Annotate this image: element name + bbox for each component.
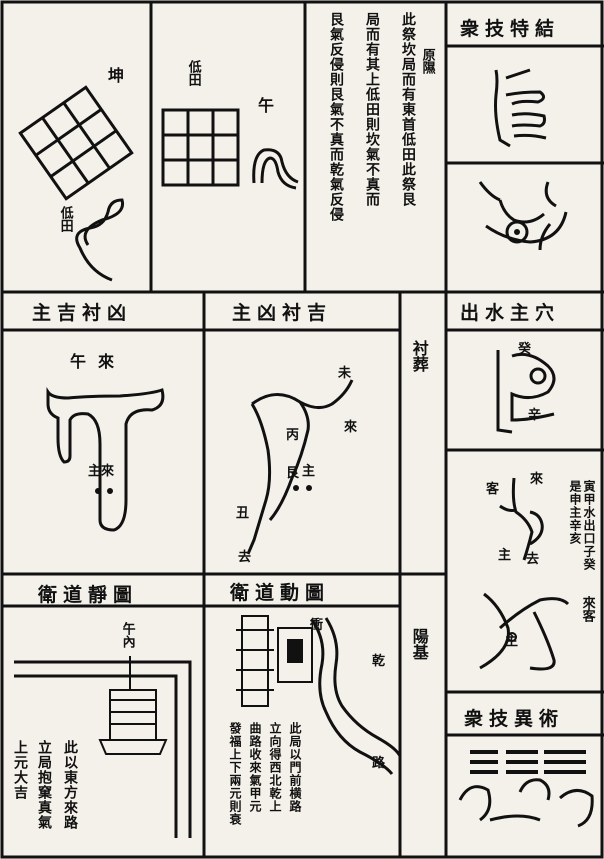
bottom-ornament — [458, 778, 594, 828]
water-label-lower: 辛 — [528, 408, 542, 423]
moving-passage-3: 曲路收來氣甲元 — [248, 722, 262, 813]
moving-passage-2: 立向得西北乾上 — [268, 722, 282, 813]
host-auspicious-road — [46, 387, 165, 532]
still-street-header: 衛道靜圖 — [38, 584, 139, 606]
square-grid — [161, 108, 240, 187]
special-shape-1 — [494, 68, 547, 148]
moving-passage-4: 發福上下兩元則衰 — [228, 722, 242, 826]
road-label: 路 — [372, 756, 386, 771]
still-passage-1: 此以東方來路 — [62, 740, 78, 830]
chou-label: 丑 — [236, 506, 250, 521]
guest-label: 客 — [486, 482, 500, 497]
host-guest-shape — [499, 477, 544, 561]
come-guest-shape — [479, 592, 570, 671]
come-guest-label: 來客 — [579, 596, 595, 622]
winding-stream-1 — [75, 198, 125, 282]
wei-label: 未 — [338, 366, 352, 381]
wu-nei-label: 午內 — [119, 622, 135, 648]
trigram-bars — [470, 750, 586, 774]
moving-street-header: 衛道動圖 — [230, 582, 331, 604]
wu-label: 午 — [258, 96, 275, 115]
host-inauspicious-header: 主凶衬吉 — [232, 302, 333, 324]
still-passage-3: 上元大吉 — [12, 740, 28, 800]
side-note: 寅甲水出口子癸是申主辛亥 — [568, 480, 596, 571]
low-field-label-mid: 低田 — [185, 60, 201, 86]
host2-label: 主 — [302, 464, 316, 479]
tilted-grid — [18, 85, 134, 201]
gen-label: 艮 — [286, 466, 300, 481]
hump-stream — [252, 148, 299, 190]
go-label: 去 — [526, 552, 540, 567]
assembly-header: 衆技異術 — [464, 708, 565, 730]
host-auspicious-header: 主吉衬凶 — [32, 302, 133, 324]
moving-passage-1: 此局以門前横路 — [288, 722, 302, 813]
yang-base-label: 陽基 — [409, 628, 429, 660]
still-house — [98, 656, 168, 755]
host-small-label: 主 — [505, 634, 519, 649]
host-lai-label: 主來 — [88, 464, 115, 479]
top-passage-3: 艮氣反侵則艮氣不真而乾氣反侵 — [328, 12, 344, 222]
wu-lai-label: 午來 — [70, 352, 127, 371]
qian-label: 乾 — [372, 654, 386, 669]
top-passage-2: 局而有其上低田則坎氣不真而 — [364, 12, 380, 207]
accompany-burial-label: 衬葬 — [409, 340, 429, 372]
still-passage-2: 立局抱窠真氣 — [36, 740, 52, 830]
low-field-label-left: 低田 — [57, 206, 73, 232]
source-note-label: 原隰 — [419, 48, 435, 74]
come-label: 來 — [530, 472, 544, 487]
top-passage-1: 此祭坎局而有東首低田此祭艮 — [400, 12, 416, 207]
lai-label: 來 — [344, 420, 358, 435]
host-label: 主 — [498, 548, 512, 563]
bing-label: 丙 — [286, 428, 300, 443]
special-shape-2 — [478, 181, 568, 251]
host-inauspicious-road — [246, 379, 354, 555]
kun-label: 坤 — [108, 66, 125, 85]
water-outlet-header: 出水主穴 — [460, 302, 561, 324]
special-header: 衆技特結 — [460, 18, 561, 40]
water-shape — [496, 350, 556, 434]
still-street-road — [14, 660, 192, 838]
moving-house — [236, 615, 313, 707]
street-label: 衝 — [310, 618, 324, 633]
moving-street-road — [310, 617, 402, 775]
water-label-upper: 癸 — [518, 342, 532, 357]
qu-label: 去 — [238, 550, 252, 565]
